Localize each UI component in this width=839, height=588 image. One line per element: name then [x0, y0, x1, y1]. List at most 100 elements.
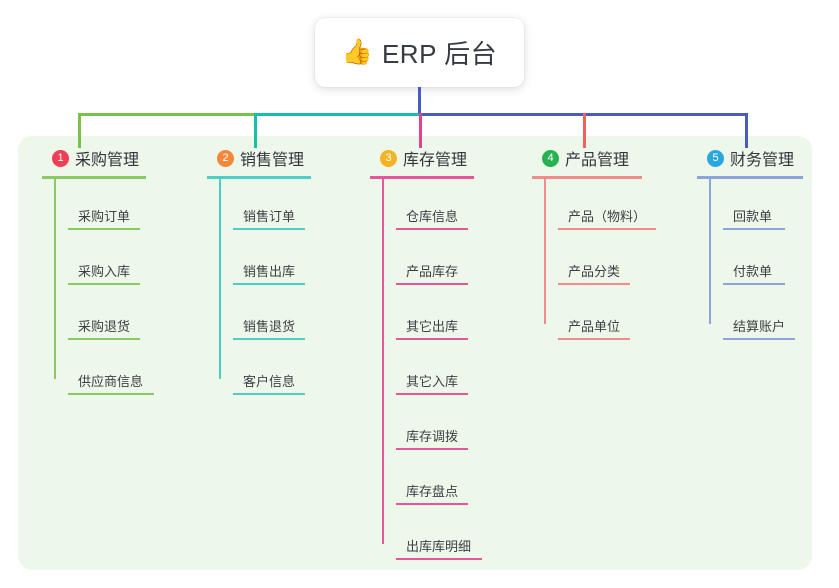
leaf-label: 库存盘点: [406, 484, 459, 499]
leaf-list-product: 产品（物料） 产品分类产品单位: [532, 179, 692, 344]
leaf-label: 销售订单: [243, 209, 296, 224]
column-header-purchase[interactable]: 1 采购管理: [42, 146, 194, 170]
leaf-item[interactable]: 销售退货: [219, 289, 359, 344]
leaf-underline: [396, 503, 468, 505]
leaf-underline: [396, 393, 468, 395]
leaf-item[interactable]: 采购订单: [54, 179, 194, 234]
leaf-list-sales: 销售订单销售出库销售退货客户信息: [207, 179, 359, 399]
leaf-item[interactable]: 回款单: [709, 179, 817, 234]
leaf-item[interactable]: 仓库信息: [382, 179, 522, 234]
leaf-item[interactable]: 产品（物料）: [544, 179, 692, 234]
leaf-label: 仓库信息: [406, 209, 459, 224]
leaf-item[interactable]: 其它入库: [382, 344, 522, 399]
leaf-underline: [396, 558, 482, 560]
leaf-list-finance: 回款单付款单结算账户: [697, 179, 817, 344]
leaf-label: 回款单: [733, 209, 773, 224]
bus-teal: [254, 113, 419, 116]
drop-finance: [745, 113, 748, 148]
leaf-label: 采购入库: [78, 264, 131, 279]
leaf-label: 出库库明细: [406, 539, 472, 554]
leaf-item[interactable]: 产品单位: [544, 289, 692, 344]
column-title-purchase: 采购管理: [75, 152, 140, 169]
leaf-underline: [396, 283, 468, 285]
column-title-product: 产品管理: [565, 152, 630, 169]
leaf-label: 结算账户: [733, 319, 786, 334]
leaf-item[interactable]: 库存调拨: [382, 399, 522, 454]
leaf-underline: [558, 338, 630, 340]
column-underline-sales: [207, 176, 311, 179]
leaf-item[interactable]: 结算账户: [709, 289, 817, 344]
leaf-item[interactable]: 采购入库: [54, 234, 194, 289]
leaf-label: 其它出库: [406, 319, 459, 334]
leaf-underline: [396, 448, 468, 450]
leaf-spine-purchase: [54, 179, 56, 379]
column-product: 4 产品管理产品（物料） 产品分类产品单位: [532, 146, 692, 344]
leaf-label: 库存调拨: [406, 429, 459, 444]
leaf-label: 产品库存: [406, 264, 459, 279]
root-node-erp-backend[interactable]: 👍 ERP 后台: [315, 18, 524, 87]
badge-number-product: 4: [542, 149, 559, 167]
column-title-inventory: 库存管理: [403, 152, 468, 169]
leaf-label: 付款单: [733, 264, 773, 279]
leaf-underline: [68, 393, 154, 395]
drop-purchase: [78, 113, 81, 148]
leaf-item[interactable]: 供应商信息: [54, 344, 194, 399]
leaf-list-inventory: 仓库信息产品库存其它出库其它入库库存调拨库存盘点出库库明细: [370, 179, 522, 564]
leaf-item[interactable]: 采购退货: [54, 289, 194, 344]
leaf-label: 供应商信息: [78, 374, 144, 389]
column-title-sales: 销售管理: [240, 152, 305, 169]
leaf-item[interactable]: 其它出库: [382, 289, 522, 344]
thumbs-up-icon: 👍: [341, 38, 373, 66]
drop-product: [583, 113, 586, 148]
column-sales: 2 销售管理销售订单销售出库销售退货客户信息: [207, 146, 359, 399]
leaf-label: 产品分类: [568, 264, 621, 279]
leaf-label: 产品单位: [568, 319, 621, 334]
drop-inventory: [419, 113, 422, 148]
leaf-underline: [396, 228, 468, 230]
leaf-item[interactable]: 客户信息: [219, 344, 359, 399]
leaf-label: 采购订单: [78, 209, 131, 224]
badge-number-purchase: 1: [52, 149, 69, 167]
leaf-underline: [68, 283, 140, 285]
column-header-sales[interactable]: 2 销售管理: [207, 146, 359, 170]
leaf-item[interactable]: 库存盘点: [382, 454, 522, 509]
leaf-underline: [233, 283, 305, 285]
root-node-title: ERP 后台: [381, 39, 498, 69]
leaf-underline: [723, 228, 785, 230]
root-stem-connector: [418, 87, 421, 114]
leaf-underline: [396, 338, 468, 340]
leaf-label: 采购退货: [78, 319, 131, 334]
leaf-list-purchase: 采购订单采购入库采购退货供应商信息: [42, 179, 194, 399]
leaf-spine-inventory: [382, 179, 384, 544]
leaf-item[interactable]: 出库库明细: [382, 509, 522, 564]
leaf-underline: [233, 338, 305, 340]
leaf-label: 其它入库: [406, 374, 459, 389]
leaf-underline: [233, 228, 305, 230]
leaf-spine-sales: [219, 179, 221, 379]
leaf-item[interactable]: 销售订单: [219, 179, 359, 234]
leaf-underline: [68, 228, 140, 230]
column-underline-inventory: [370, 176, 474, 179]
column-underline-finance: [697, 176, 803, 179]
bus-green: [78, 113, 254, 116]
badge-number-finance: 5: [707, 149, 724, 167]
leaf-label: 客户信息: [243, 374, 296, 389]
leaf-spine-finance: [709, 179, 711, 324]
leaf-item[interactable]: 付款单: [709, 234, 817, 289]
leaf-label: 销售退货: [243, 319, 296, 334]
leaf-underline: [723, 338, 795, 340]
badge-number-sales: 2: [217, 149, 234, 167]
leaf-label: 产品（物料）: [568, 209, 647, 224]
leaf-item[interactable]: 产品分类: [544, 234, 692, 289]
leaf-spine-product: [544, 179, 546, 324]
column-underline-product: [532, 176, 642, 179]
drop-sales: [254, 113, 257, 148]
leaf-item[interactable]: 销售出库: [219, 234, 359, 289]
column-purchase: 1 采购管理采购订单采购入库采购退货供应商信息: [42, 146, 194, 399]
leaf-item[interactable]: 产品库存: [382, 234, 522, 289]
column-header-product[interactable]: 4 产品管理: [532, 146, 692, 170]
leaf-underline: [233, 393, 305, 395]
